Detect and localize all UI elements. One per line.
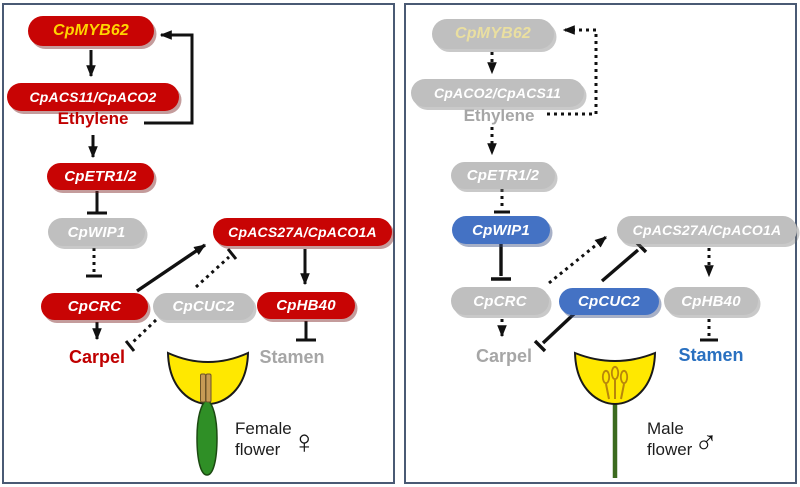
inhibit-cuc2-to-acs27a-dotted [194, 248, 238, 289]
inhibit-hb40-to-stamen [296, 321, 316, 342]
node-cpcrc: CpCRC [41, 293, 148, 320]
carpel-label: Carpel [68, 347, 126, 367]
node-cpacs27a-cpaco1a: CpACS27A/CpACO1A [213, 218, 392, 246]
female-pathway-panel: CpMYB62 CpACS11/CpACO2 Ethylene CpETR1/2… [2, 3, 395, 484]
female-flower-caption: Female flower [235, 419, 292, 459]
arrow-crc-to-acs27a [136, 243, 206, 293]
node-cpcuc2: CpCUC2 [559, 288, 659, 315]
node-cphb40: CpHB40 [664, 287, 758, 315]
female-connectors-layer [86, 30, 316, 476]
male-gender-symbol: ♂ [694, 423, 718, 459]
node-cpacs11-cpaco2: CpACS11/CpACO2 [7, 83, 179, 111]
ovary [196, 398, 218, 476]
male-flower-caption: Male flower [647, 419, 693, 459]
node-cpetr12: CpETR1/2 [47, 163, 154, 190]
node-cpmyb62: CpMYB62 [432, 19, 554, 49]
feedback-arrow-ethylene-to-myb62 [144, 30, 194, 125]
inhibit-cuc2-to-carpel-dotted [124, 318, 158, 352]
male-connectors-layer [487, 25, 718, 478]
inhibit-hb40-to-stamen-dotted [700, 319, 718, 342]
ethylene-label: Ethylene [463, 106, 535, 125]
node-cpwip1: CpWIP1 [452, 216, 550, 244]
stamen-label: Stamen [259, 347, 325, 367]
inhibit-cuc2-to-carpel [533, 311, 577, 353]
node-cpwip1: CpWIP1 [48, 218, 145, 246]
male-flower-illustration [573, 351, 657, 478]
node-cpaco2-cpacs11: CpACO2/CpACS11 [411, 79, 584, 107]
female-gender-symbol: ♀ [292, 423, 317, 460]
node-cpmyb62: CpMYB62 [28, 16, 154, 46]
inhibit-wip1-to-crc [491, 244, 511, 281]
inhibit-wip1-to-crc-dotted [86, 248, 102, 278]
inhibit-cuc2-to-acs27a [600, 240, 648, 283]
stigma-left [200, 373, 206, 403]
node-cpetr12: CpETR1/2 [451, 162, 555, 189]
stamen-filaments [605, 380, 625, 400]
node-cpcrc: CpCRC [451, 287, 549, 315]
inhibit-etr12-to-wip1 [87, 191, 107, 215]
stamen-label: Stamen [678, 345, 744, 365]
node-cphb40: CpHB40 [257, 292, 355, 319]
stigma-right [205, 373, 212, 403]
node-cpcuc2: CpCUC2 [153, 293, 254, 320]
arrow-crc-to-acs27a-dotted [548, 235, 607, 285]
ethylene-label: Ethylene [57, 109, 129, 128]
carpel-label: Carpel [475, 346, 533, 366]
inhibit-etr12-to-wip1-dotted [494, 189, 510, 214]
stamen-anthers [601, 365, 629, 385]
female-flower-illustration [166, 351, 250, 476]
node-cpacs27a-cpaco1a: CpACS27A/CpACO1A [617, 216, 797, 244]
feedback-arrow-ethylene-to-myb62-dotted [547, 25, 598, 116]
male-pathway-panel: CpMYB62 CpACO2/CpACS11 Ethylene CpETR1/2… [404, 3, 797, 484]
